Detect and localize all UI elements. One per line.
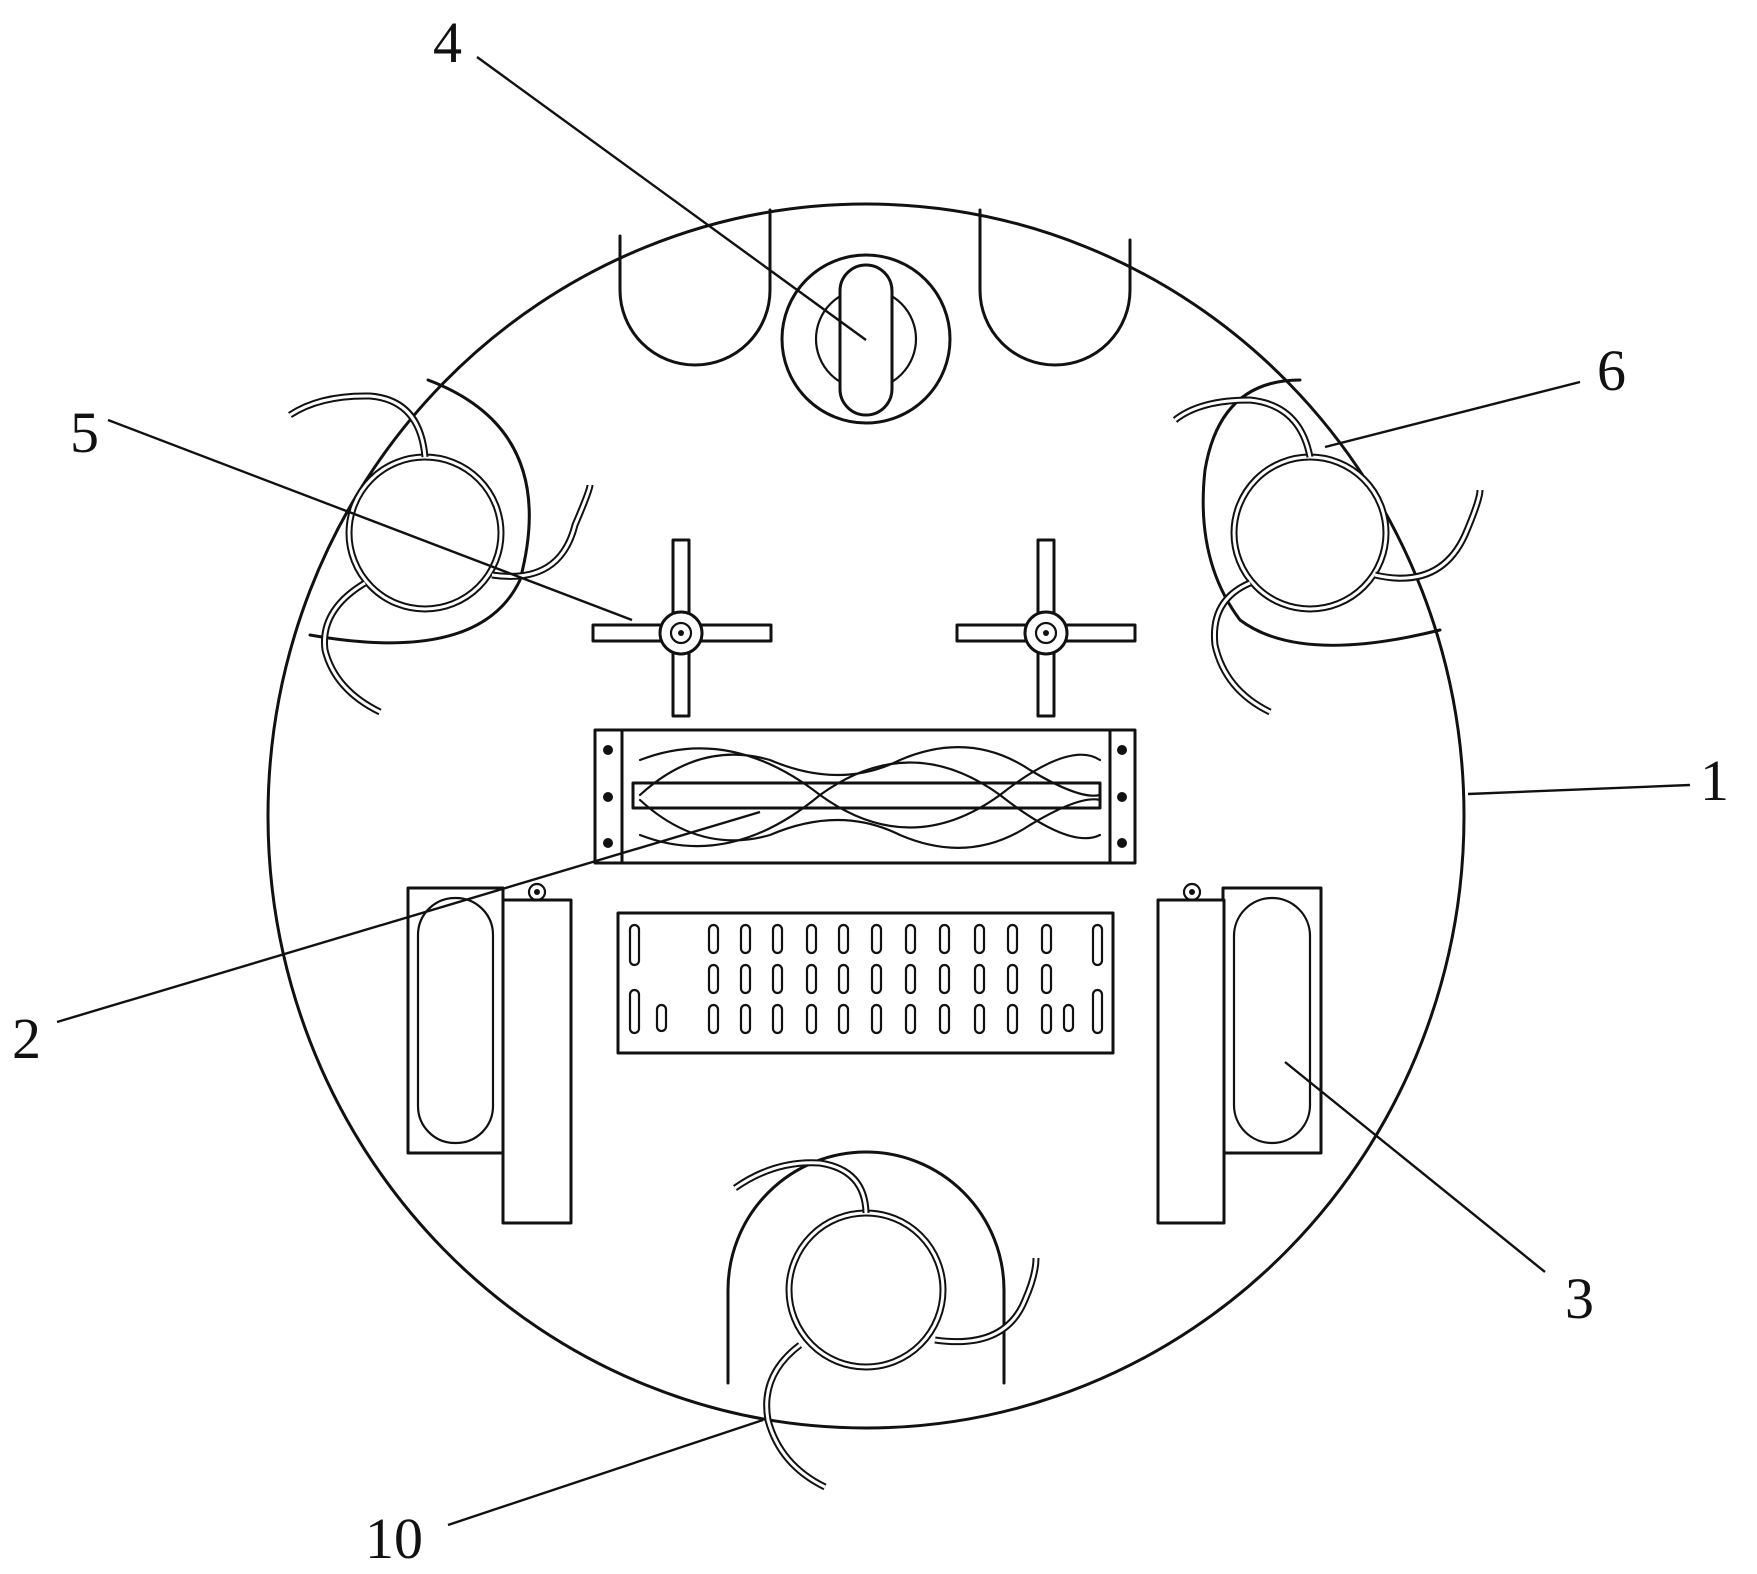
callout-5: 5 (70, 400, 99, 465)
callout-4: 4 (433, 10, 462, 75)
callout-1: 1 (1700, 748, 1729, 813)
callout-3: 3 (1565, 1266, 1594, 1331)
leader-1 (1467, 783, 1691, 796)
callout-2: 2 (12, 1006, 41, 1071)
callout-6: 6 (1597, 338, 1626, 403)
leader-3 (1284, 1061, 1546, 1273)
dust-grille (616, 911, 1115, 1055)
roller-brush (593, 728, 1137, 865)
leader-2 (56, 810, 761, 1024)
side-brush-left (288, 378, 594, 716)
rotor-right (955, 538, 1137, 718)
drive-wheel-left (406, 882, 573, 1225)
top-recess-left (618, 208, 772, 367)
callouts: 1 2 3 4 5 6 10 (12, 10, 1729, 1571)
side-brush-bottom (726, 1150, 1040, 1491)
top-recess-right (978, 208, 1132, 367)
leader-5 (107, 418, 633, 622)
leader-10 (447, 1418, 764, 1527)
side-brush-right (1172, 378, 1484, 716)
drive-wheel-right (1156, 882, 1323, 1225)
leader-4 (476, 56, 867, 341)
main-body (266, 202, 1466, 1430)
rotor-left (591, 538, 773, 718)
leader-lines (56, 56, 1691, 1527)
leader-6 (1324, 380, 1581, 449)
callout-10: 10 (365, 1506, 423, 1571)
